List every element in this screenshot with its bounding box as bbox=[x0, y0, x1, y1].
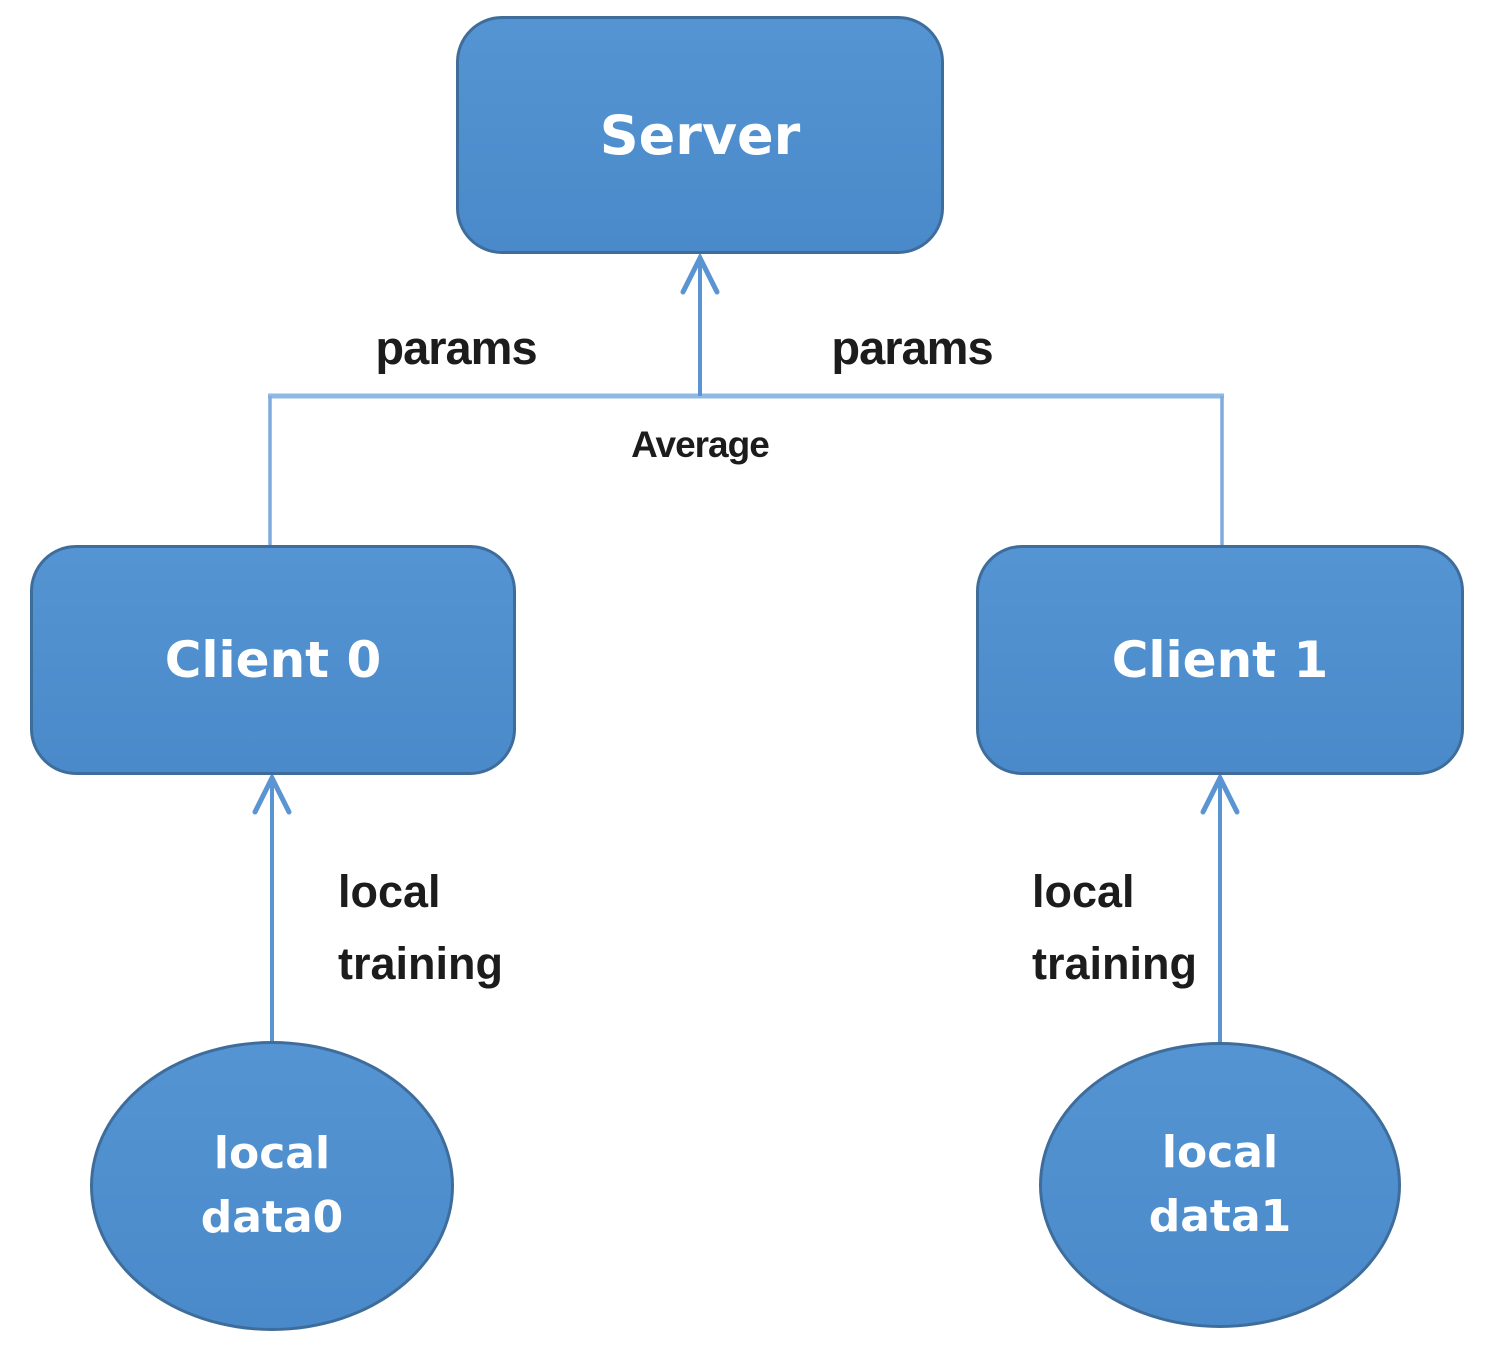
local-data1-label-line2: data1 bbox=[1148, 1191, 1292, 1242]
server-arrowhead-icon bbox=[680, 252, 720, 295]
local-training-label-right: local training bbox=[1032, 856, 1272, 1000]
local-training-left-line1: local bbox=[338, 866, 441, 917]
client0-arrowhead-icon bbox=[252, 772, 292, 815]
client1-node: Client 1 bbox=[976, 545, 1464, 775]
local-data0-label-line2: data0 bbox=[200, 1192, 344, 1243]
average-label: Average bbox=[631, 424, 770, 465]
local-data1-node: local data1 bbox=[1039, 1042, 1401, 1328]
server-node-label: Server bbox=[599, 103, 801, 167]
local-data1-label-line1: local bbox=[1161, 1127, 1279, 1178]
client1-node-label: Client 1 bbox=[1111, 631, 1329, 689]
client0-node: Client 0 bbox=[30, 545, 516, 775]
local-data0-node: local data0 bbox=[90, 1041, 454, 1331]
local-training-right-line2: training bbox=[1032, 938, 1197, 989]
params-label-left: params bbox=[375, 321, 537, 374]
params-label-right: params bbox=[831, 321, 993, 374]
local-training-right-line1: local bbox=[1032, 866, 1135, 917]
server-node: Server bbox=[456, 16, 944, 254]
local-training-left-line2: training bbox=[338, 938, 503, 989]
local-training-label-left: local training bbox=[338, 856, 578, 1000]
local-data0-label-line1: local bbox=[213, 1128, 331, 1179]
client1-arrowhead-icon bbox=[1200, 772, 1240, 815]
client0-node-label: Client 0 bbox=[164, 631, 382, 689]
